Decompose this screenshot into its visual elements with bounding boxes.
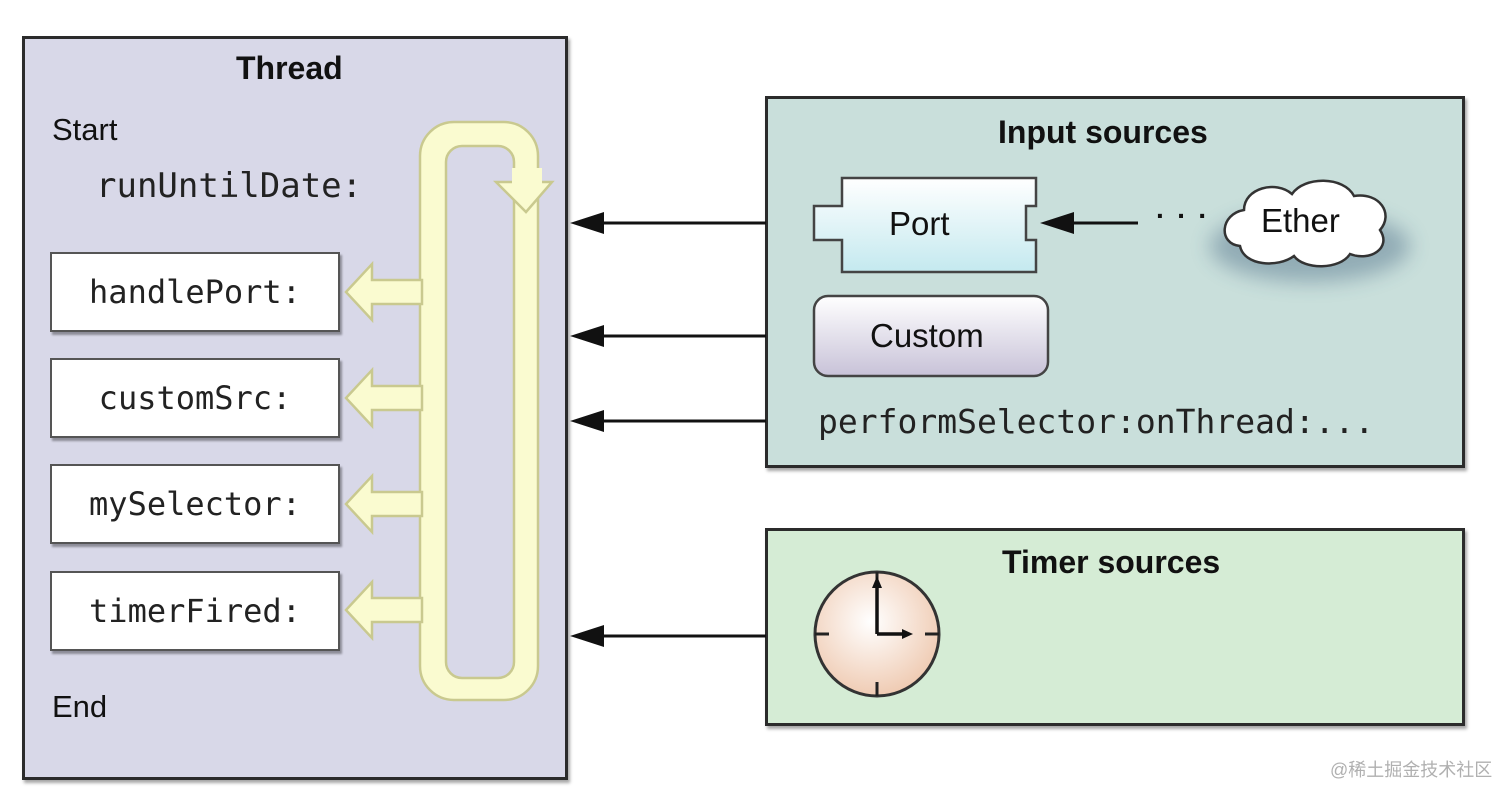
port-source (812, 176, 1038, 274)
thread-title: Thread (236, 50, 343, 86)
timer-sources-title: Timer sources (1002, 544, 1221, 580)
custom-source (812, 294, 1050, 378)
clock-icon (813, 570, 941, 698)
branch-arrow-handle-port (344, 260, 424, 324)
run-loop-track (418, 120, 555, 702)
branch-arrow-my-selector (344, 472, 424, 536)
run-loop-branch-arrows (344, 260, 424, 642)
watermark: @稀土掘金技术社区 (1330, 760, 1493, 780)
handler-timer-fired: timerFired: (50, 571, 340, 651)
input-sources-title: Input sources (998, 114, 1208, 150)
custom-label: Custom (870, 317, 984, 354)
perform-selector-label: performSelector:onThread:... (818, 402, 1375, 441)
ether-cloud (1210, 179, 1410, 282)
handler-handle-port: handlePort: (50, 252, 340, 332)
input-sources-panel (765, 96, 1465, 468)
branch-arrow-custom-src (344, 366, 424, 430)
source-arrows (570, 212, 1138, 647)
ether-label: Ether (1261, 202, 1340, 239)
end-label: End (52, 689, 108, 724)
handler-custom-src: customSrc: (50, 358, 340, 438)
branch-arrow-timer-fired (344, 578, 424, 642)
ether-ellipsis: · · · (1156, 200, 1210, 231)
port-label: Port (889, 205, 950, 242)
start-label: Start (52, 112, 118, 147)
handler-my-selector: mySelector: (50, 464, 340, 544)
run-until-date-label: runUntilDate: (96, 166, 363, 206)
